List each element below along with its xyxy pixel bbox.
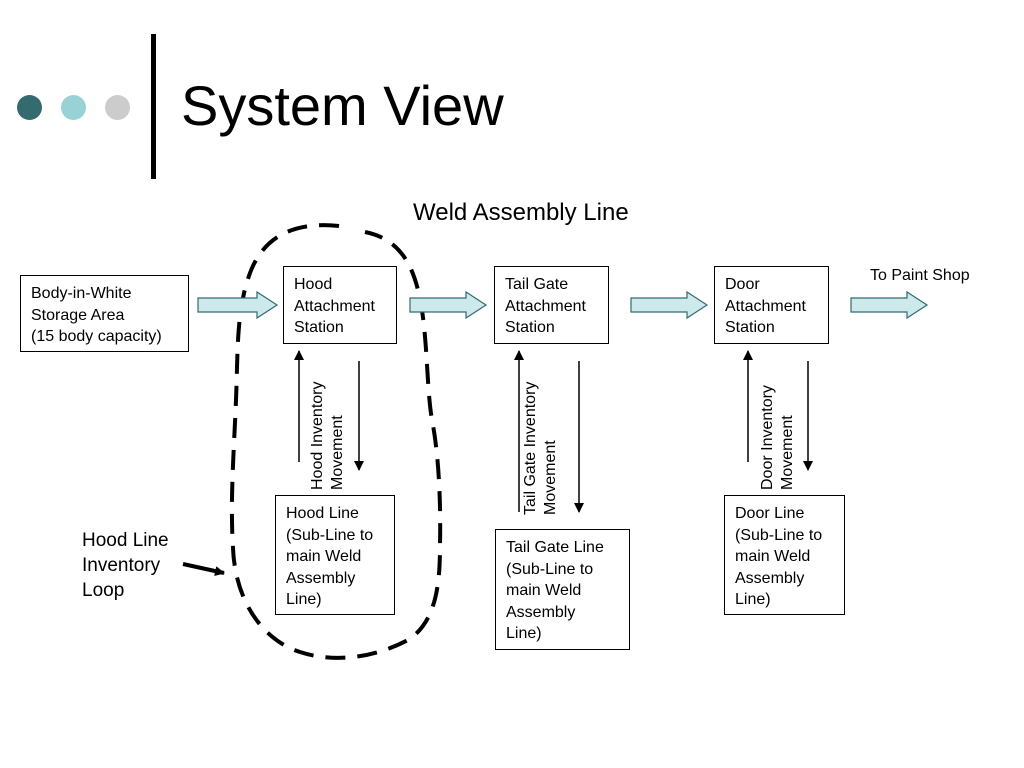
tailgate-station-box: Tail Gate Attachment Station (494, 266, 609, 344)
hood-loop-line-1: Hood Line (82, 530, 169, 551)
hood-loop-line-2: Inventory (82, 555, 161, 576)
hood-line-text-5: Line) (286, 591, 322, 608)
hood-loop-label: Hood Line Inventory Loop (82, 528, 169, 603)
door-line-text-5: Line) (735, 591, 771, 608)
door-station-line-1: Door (725, 276, 760, 293)
hood-inventory-loop-outline (229, 223, 443, 660)
storage-line-2: Storage Area (31, 306, 125, 324)
door-line-text-4: Assembly (735, 569, 805, 587)
tailgate-station-line-1: Tail Gate (505, 276, 569, 293)
slide-title: System View (181, 74, 504, 137)
hood-line-text-4: Assembly (286, 569, 356, 587)
loop-pointer-arrow (182, 562, 225, 576)
storage-area-box: Body-in-White Storage Area (15 body capa… (20, 275, 189, 352)
bullet-dot-dark (17, 95, 42, 120)
hood-line-text-1: Hood Line (286, 505, 359, 522)
hood-line-text-3: main Weld (286, 548, 362, 565)
hood-line-box: Hood Line (Sub-Line to main Weld Assembl… (275, 495, 395, 615)
door-line-text-2: (Sub-Line to (735, 526, 823, 544)
hood-movement-line-2: Movement (329, 415, 346, 490)
door-movement-label: Door Inventory Movement (758, 358, 798, 490)
door-movement-line-1: Door Inventory (759, 385, 776, 490)
hood-loop-line-3: Loop (82, 580, 125, 601)
flow-arrow-2 (409, 290, 488, 320)
door-station-line-2: Attachment (725, 297, 806, 315)
title-divider (151, 34, 156, 179)
tailgate-line-text-5: Line) (506, 625, 542, 642)
hood-station-line-3: Station (294, 319, 344, 336)
hood-movement-label: Hood Inventory Movement (308, 358, 348, 490)
hood-movement-line-1: Hood Inventory (309, 381, 326, 490)
hood-station-line-2: Attachment (294, 297, 375, 315)
tailgate-station-line-2: Attachment (505, 297, 586, 315)
hood-station-box: Hood Attachment Station (283, 266, 397, 344)
bullet-dot-teal (61, 95, 86, 120)
door-line-box: Door Line (Sub-Line to main Weld Assembl… (724, 495, 845, 615)
diagram-heading: Weld Assembly Line (413, 199, 629, 226)
door-station-box: Door Attachment Station (714, 266, 829, 344)
paint-shop-label: To Paint Shop (870, 267, 970, 284)
storage-line-1: Body-in-White (31, 285, 132, 302)
tailgate-movement-line-1: Tail Gate Inventory (522, 381, 539, 515)
flow-arrow-1 (197, 290, 279, 320)
flow-arrow-3 (630, 290, 709, 320)
storage-line-3: (15 body capacity) (31, 328, 162, 345)
bullet-dot-gray (105, 95, 130, 120)
flow-arrow-4 (850, 290, 929, 320)
door-line-text-3: main Weld (735, 548, 811, 565)
tailgate-line-text-2: (Sub-Line to (506, 560, 594, 578)
tailgate-line-box: Tail Gate Line (Sub-Line to main Weld As… (495, 529, 630, 650)
tailgate-line-text-1: Tail Gate Line (506, 539, 604, 556)
tailgate-movement-line-2: Movement (542, 440, 559, 515)
tailgate-line-text-3: main Weld (506, 582, 582, 599)
hood-line-text-2: (Sub-Line to (286, 526, 374, 544)
door-station-line-3: Station (725, 319, 775, 336)
door-line-text-1: Door Line (735, 505, 805, 522)
tailgate-line-text-4: Assembly (506, 603, 576, 621)
tailgate-station-line-3: Station (505, 319, 555, 336)
hood-station-line-1: Hood (294, 276, 333, 293)
tailgate-movement-label: Tail Gate Inventory Movement (521, 359, 561, 515)
door-movement-line-2: Movement (779, 415, 796, 490)
